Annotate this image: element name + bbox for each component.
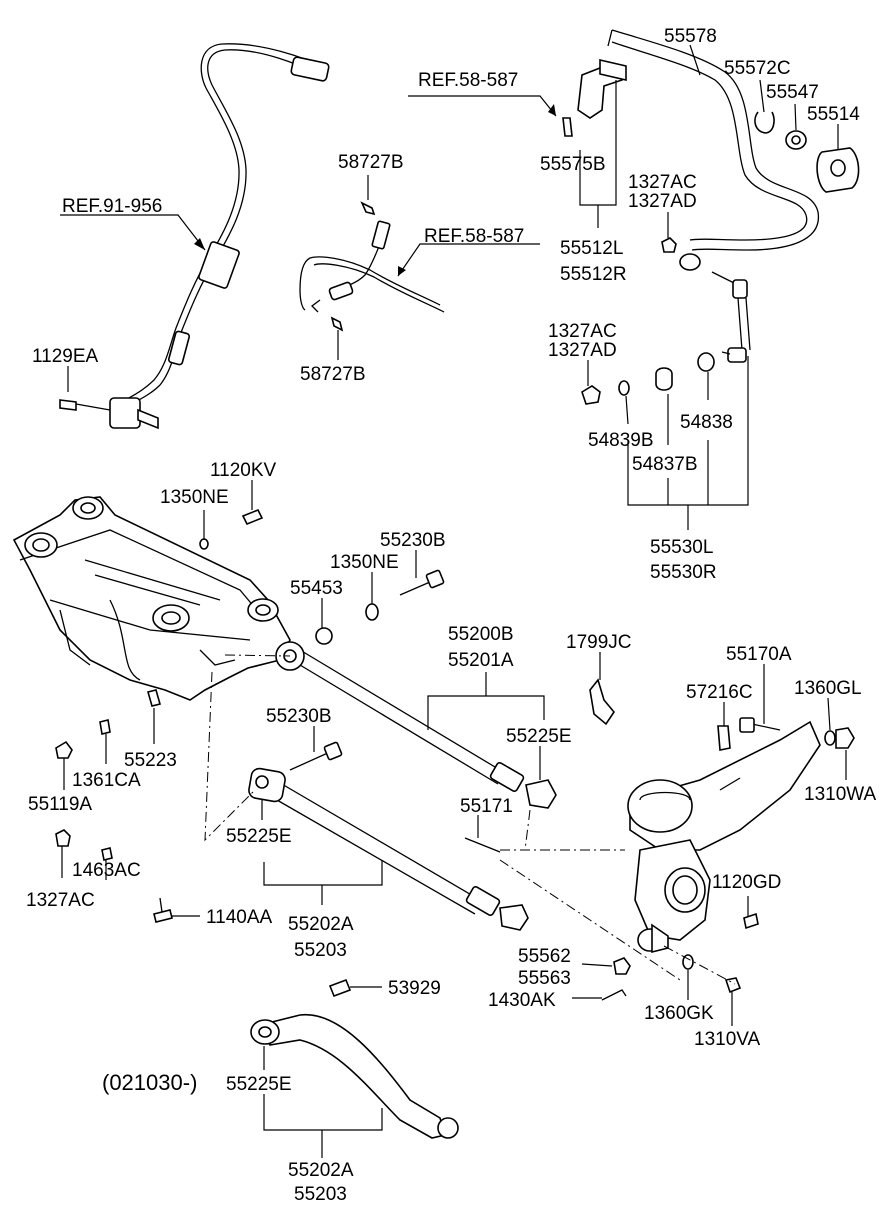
label-53929: 53929	[388, 978, 441, 999]
label-55202a-bottom: 55202A	[288, 1160, 354, 1181]
label-55225e-mid: 55225E	[226, 826, 292, 847]
label-1120kv: 1120KV	[210, 460, 277, 481]
label-55514: 55514	[807, 104, 860, 125]
label-55170a: 55170A	[726, 644, 792, 665]
label-ref-91-956: REF.91-956	[62, 196, 162, 217]
label-55562: 55562	[518, 946, 571, 967]
label-55200b: 55200B	[448, 624, 514, 645]
label-1140aa: 1140AA	[206, 907, 273, 928]
label-1327ac-top: 1327AC	[628, 172, 697, 193]
label-55203-bottom: 55203	[294, 1184, 347, 1205]
label-55453: 55453	[290, 578, 343, 599]
label-54837b: 54837B	[632, 454, 698, 475]
label-ref-58-587-a: REF.58-587	[418, 70, 518, 91]
label-1430ak: 1430AK	[488, 990, 556, 1011]
label-57216c: 57216C	[686, 682, 753, 703]
label-1327ac-bottom: 1327AC	[26, 890, 95, 911]
label-1350ne-top: 1350NE	[160, 487, 229, 508]
alternate-arm	[250, 1013, 459, 1139]
fasteners	[55, 508, 855, 1001]
label-1120gd: 1120GD	[712, 872, 781, 893]
label-55225e-bottom: 55225E	[226, 1074, 292, 1095]
label-1463ac: 1463AC	[72, 860, 141, 881]
label-55230b-top: 55230B	[380, 530, 446, 551]
label-1310va: 1310VA	[694, 1029, 761, 1050]
label-1129ea: 1129EA	[32, 346, 99, 367]
label-55575b: 55575B	[540, 154, 606, 175]
label-1310wa: 1310WA	[804, 784, 876, 805]
label-55578: 55578	[664, 26, 717, 47]
label-ref-58-587-b: REF.58-587	[424, 226, 524, 247]
label-55512r: 55512R	[560, 264, 627, 285]
stabilizer-bar	[562, 29, 860, 271]
lateral-link-lower	[248, 767, 529, 931]
label-58727b-bottom: 58727B	[300, 364, 366, 385]
knuckle-upper-arm	[627, 720, 821, 954]
label-1360gk: 1360GK	[644, 1003, 714, 1024]
label-55202a-mid: 55202A	[288, 914, 354, 935]
label-021030: (021030-)	[102, 1070, 197, 1095]
label-55119a: 55119A	[28, 794, 92, 815]
part-labels: 55578 55572C 55547 55514 REF.58-587 5557…	[26, 26, 876, 1205]
label-55563: 55563	[518, 968, 571, 989]
label-1327ad-mid: 1327AD	[548, 340, 617, 361]
stabilizer-link	[581, 271, 751, 405]
label-55171: 55171	[460, 796, 513, 817]
label-55223: 55223	[124, 750, 177, 771]
centerlines	[204, 654, 736, 985]
label-55201a: 55201A	[448, 650, 514, 671]
label-1361ca: 1361CA	[72, 770, 141, 791]
label-1327ad-top: 1327AD	[628, 191, 697, 212]
label-55225e-top: 55225E	[506, 726, 572, 747]
label-55512l: 55512L	[560, 238, 623, 259]
leader-lines	[60, 44, 847, 1158]
label-1350ne-2: 1350NE	[330, 552, 399, 573]
label-55530l: 55530L	[650, 537, 713, 558]
label-1360gl: 1360GL	[794, 678, 862, 699]
label-1799jc: 1799JC	[566, 632, 632, 653]
label-55203-mid: 55203	[294, 940, 347, 961]
abs-sensor-cable	[59, 43, 330, 430]
label-54839b: 54839B	[588, 430, 654, 451]
label-55530r: 55530R	[650, 562, 717, 583]
subframe	[12, 496, 291, 707]
label-55547: 55547	[766, 82, 819, 103]
label-58727b-top: 58727B	[338, 152, 404, 173]
label-1327ac-mid: 1327AC	[548, 321, 617, 342]
label-55572c: 55572C	[724, 58, 791, 79]
label-55230b-mid: 55230B	[266, 706, 332, 727]
brake-hose	[299, 201, 445, 332]
label-54838: 54838	[680, 412, 733, 433]
